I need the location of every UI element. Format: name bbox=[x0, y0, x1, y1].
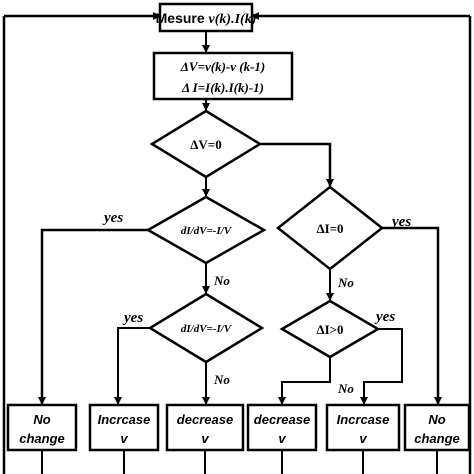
output-increase-left-line1: Incrcase bbox=[98, 412, 151, 427]
output-no-change-right-line1: No bbox=[428, 412, 445, 427]
output-no-change-left-line1: No bbox=[33, 412, 50, 427]
output-decrease-left: decrease v bbox=[165, 403, 245, 452]
decision-di-gt-text: ΔI>0 bbox=[316, 322, 343, 337]
decision-di-zero: ΔI=0 bbox=[275, 185, 385, 271]
output-no-change-left-line2: change bbox=[19, 431, 65, 446]
measure-box-prefix: Mesure bbox=[156, 10, 209, 26]
arrow-di-yes bbox=[382, 226, 442, 405]
label-yes-mid-right: yes bbox=[374, 309, 395, 325]
output-increase-right-line2: v bbox=[359, 431, 367, 446]
decision-dv-zero: ΔV=0 bbox=[149, 109, 263, 179]
label-yes-mid-left: yes bbox=[122, 310, 143, 326]
decision-dv-zero-text: ΔV=0 bbox=[190, 137, 221, 152]
label-no-2: No bbox=[337, 275, 354, 290]
decision-didv-gt: dI/dV=-I/V bbox=[147, 292, 265, 364]
loop-lines bbox=[2, 12, 472, 474]
decision-di-zero-text: ΔI=0 bbox=[316, 221, 343, 236]
output-increase-left-line2: v bbox=[120, 431, 128, 446]
output-no-change-right-line2: change bbox=[414, 431, 460, 446]
output-no-change-right: No change bbox=[403, 403, 471, 452]
decision-didv-eq: dI/dV=-I/V bbox=[145, 195, 267, 265]
output-no-change-left-rect bbox=[6, 403, 78, 452]
output-decrease-left-line2: v bbox=[201, 431, 209, 446]
decision-di-gt: ΔI>0 bbox=[279, 299, 381, 359]
label-yes-left: yes bbox=[102, 210, 123, 226]
output-increase-right-line1: Incrcase bbox=[337, 412, 390, 427]
diff-box-line1: ΔV=v(k)-v (k-1) bbox=[180, 59, 266, 74]
diff-box: ΔV=v(k)-v (k-1) Δ I=I(k).I(k)-1) bbox=[152, 51, 294, 101]
arrow-didvgt-yes bbox=[114, 327, 150, 405]
output-decrease-left-line1: decrease bbox=[177, 412, 233, 427]
arrow-didv-yes bbox=[38, 228, 148, 405]
diff-box-rect bbox=[152, 51, 294, 101]
output-increase-left: Incrcase v bbox=[88, 403, 160, 452]
arrow-digt-yes bbox=[360, 328, 403, 405]
arrow-dv-to-di bbox=[260, 142, 334, 187]
output-increase-left-rect bbox=[88, 403, 160, 452]
measure-box-rect bbox=[158, 2, 254, 33]
decision-didv-eq-text: dI/dV=-I/V bbox=[181, 225, 233, 237]
measure-box: Mesure v(k).I(k) bbox=[156, 2, 257, 33]
output-decrease-right-line2: v bbox=[278, 431, 286, 446]
output-no-change-left: No change bbox=[6, 403, 78, 452]
decision-didv-gt-text: dI/dV=-I/V bbox=[181, 323, 233, 335]
output-increase-right: Incrcase v bbox=[325, 403, 401, 452]
label-no-1: No bbox=[213, 273, 230, 288]
label-no-3: No bbox=[213, 372, 230, 387]
output-boxes: No change Incrcase v decrease v decrease… bbox=[6, 403, 471, 452]
output-decrease-right: decrease v bbox=[246, 403, 318, 452]
arrow-digt-no bbox=[278, 357, 331, 405]
output-down-lines bbox=[41, 450, 438, 474]
measure-box-expr: v(k).I(k) bbox=[209, 12, 257, 27]
diff-box-line2: Δ I=I(k).I(k)-1) bbox=[181, 80, 264, 95]
output-decrease-right-rect bbox=[246, 403, 318, 452]
label-yes-right: yes bbox=[390, 214, 411, 230]
label-no-4: No bbox=[337, 381, 354, 396]
output-decrease-right-line1: decrease bbox=[254, 412, 310, 427]
measure-box-text: Mesure v(k).I(k) bbox=[156, 10, 257, 27]
